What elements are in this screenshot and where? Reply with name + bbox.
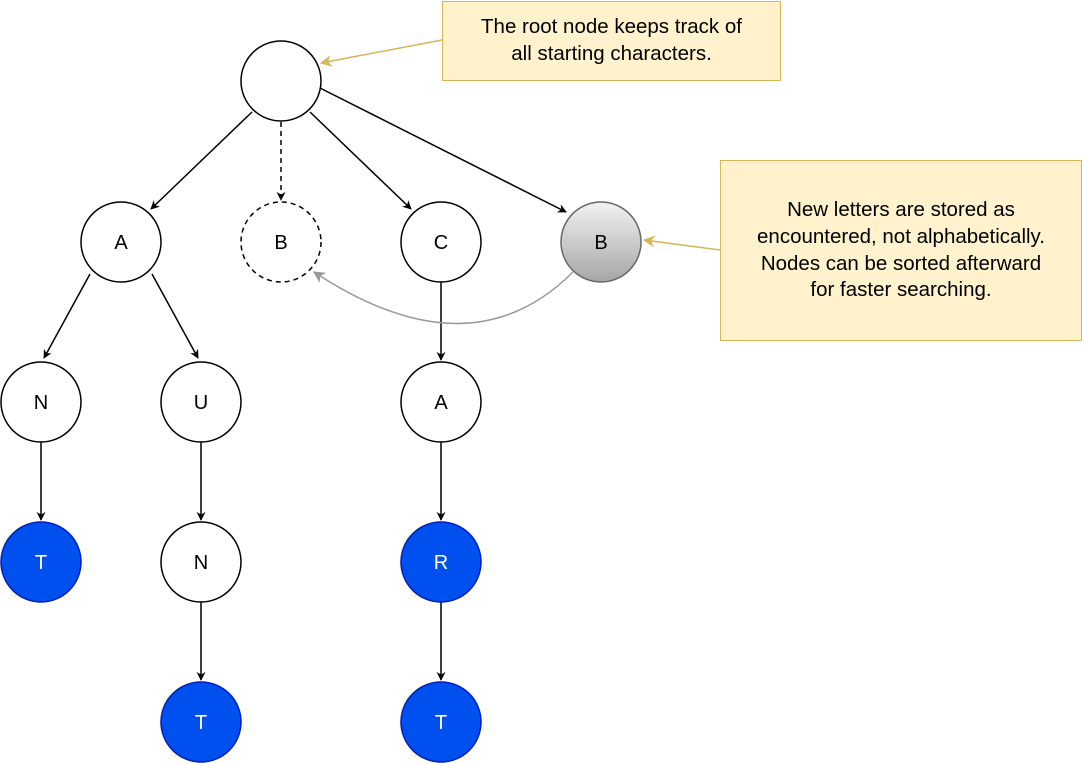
root-note: The root node keeps track of all startin… <box>442 1 781 81</box>
node-label: T <box>35 552 47 574</box>
node-t1-terminal: T <box>0 521 82 603</box>
node-label: B <box>274 232 287 254</box>
note-line: all starting characters. <box>511 42 712 65</box>
note-line: Nodes can be sorted afterward <box>760 251 1042 275</box>
node-label: C <box>434 232 448 254</box>
node-label: B <box>594 232 607 254</box>
edge-a-n <box>43 273 91 359</box>
node-a2: A <box>400 361 482 443</box>
node-r-terminal: R <box>400 521 482 603</box>
edge-root-b-new <box>317 86 567 213</box>
note-arrow-order <box>642 235 721 251</box>
note-arrow-root <box>319 39 443 67</box>
node-label: N <box>194 552 208 574</box>
node-root <box>240 40 322 122</box>
node-b-new: B <box>560 201 642 283</box>
node-label: N <box>34 392 48 414</box>
node-t2-terminal: T <box>160 681 242 763</box>
note-line: New letters are stored as <box>787 198 1015 222</box>
edge-root-a <box>150 111 253 210</box>
node-label: T <box>195 712 207 734</box>
node-u: U <box>160 361 242 443</box>
edge-a-u <box>151 273 199 359</box>
node-label: A <box>114 232 128 254</box>
reorder-arrow <box>312 271 574 325</box>
node-a: A <box>80 201 162 283</box>
node-label: R <box>434 552 448 574</box>
note-line: encountered, not alphabetically. <box>757 224 1045 248</box>
node-label: U <box>194 392 208 414</box>
edges <box>36 86 567 681</box>
note-line: The root node keeps track of <box>481 15 742 39</box>
node-n1: N <box>0 361 82 443</box>
node-t3-terminal: T <box>400 681 482 763</box>
node-label: A <box>434 392 448 414</box>
note-line: for faster searching. <box>810 278 992 302</box>
node-c: C <box>400 201 482 283</box>
order-note: New letters are stored as encountered, n… <box>720 160 1082 341</box>
node-b-dashed: B <box>240 201 322 283</box>
node-label: T <box>435 712 447 734</box>
edge-root-c <box>309 111 412 210</box>
node-n2: N <box>160 521 242 603</box>
